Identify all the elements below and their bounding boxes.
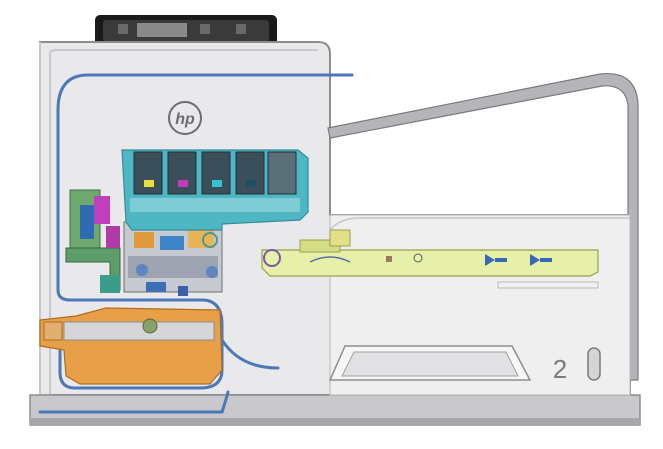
output-tray-mechanism [261,229,599,289]
carriage-assembly [123,221,223,296]
svg-text:hp: hp [175,111,195,128]
duplexer-module [39,307,223,385]
printhead-assembly [121,149,309,231]
yellow-cartridge-indicator [144,180,154,187]
cartridge-slot-3 [201,151,231,195]
magenta-cartridge-indicator [178,180,188,187]
input-tray-handle [328,345,532,381]
cartridge-slot-1 [133,151,163,195]
tray-release-slot [587,347,601,381]
black-cartridge-indicator [246,180,256,187]
tray-number-label: 2 [553,354,567,384]
paper-path [38,73,354,414]
cartridge-slot-2 [167,151,197,195]
hp-logo: hp [168,101,202,135]
left-mechanism [65,189,121,293]
cartridge-slot-4 [235,151,265,195]
cyan-cartridge-indicator [212,180,222,187]
